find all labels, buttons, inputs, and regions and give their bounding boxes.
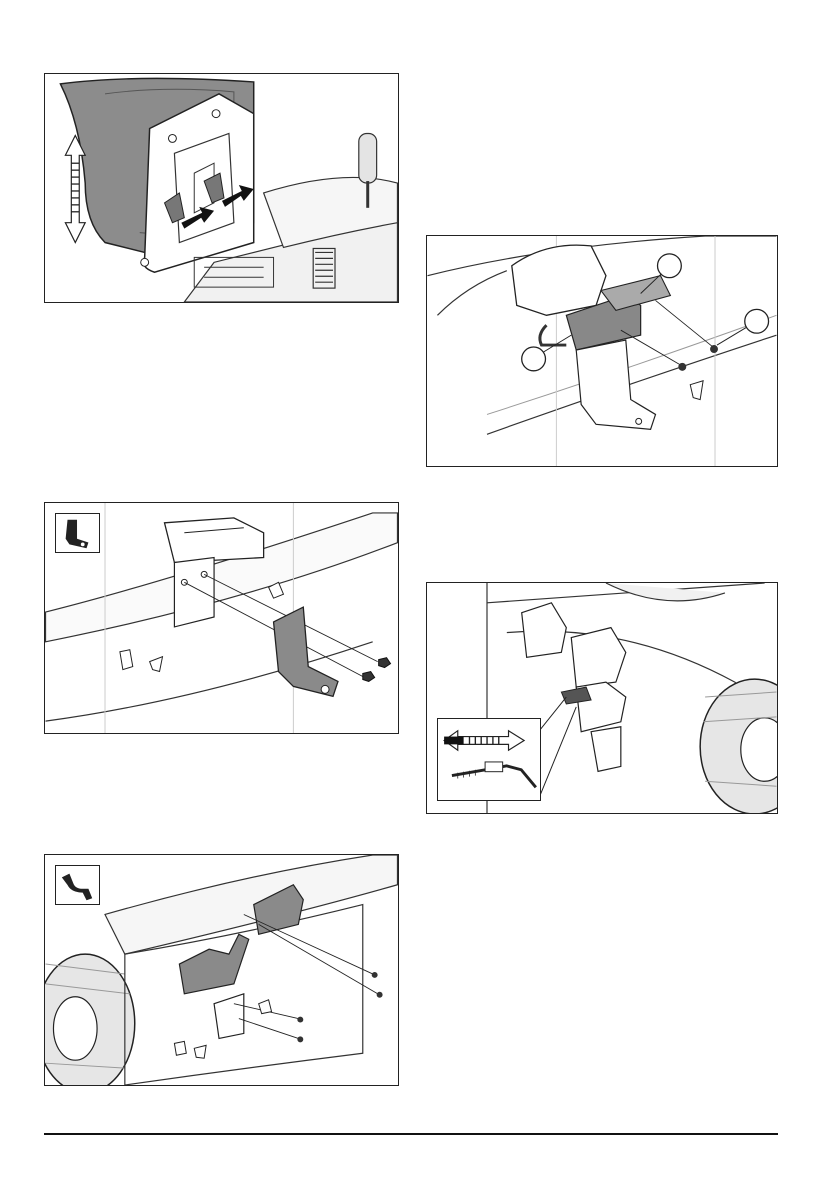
footer-rule <box>44 1133 778 1135</box>
figure-seat-adjustment <box>44 73 399 303</box>
callout-circle-icon <box>522 335 572 371</box>
figure-bracket-front <box>44 502 399 734</box>
double-arrow-icon <box>444 731 524 751</box>
figure-linkage-detail <box>426 582 778 814</box>
linkage-inset-illustration <box>438 719 540 800</box>
wheel-icon <box>700 679 777 813</box>
linkage-inset <box>437 718 541 801</box>
callout-detail-illustration <box>427 236 777 466</box>
figure-bracket-mount <box>44 854 399 1086</box>
bracket-icon <box>56 866 99 904</box>
bracket-icon-box <box>55 513 100 553</box>
figure-callout-detail <box>426 235 778 467</box>
double-arrow-icon <box>65 135 85 242</box>
bracket-icon-box <box>55 865 100 905</box>
seat-adjustment-illustration <box>45 74 398 302</box>
wheel-icon <box>45 954 135 1085</box>
bracket-icon <box>56 514 99 552</box>
